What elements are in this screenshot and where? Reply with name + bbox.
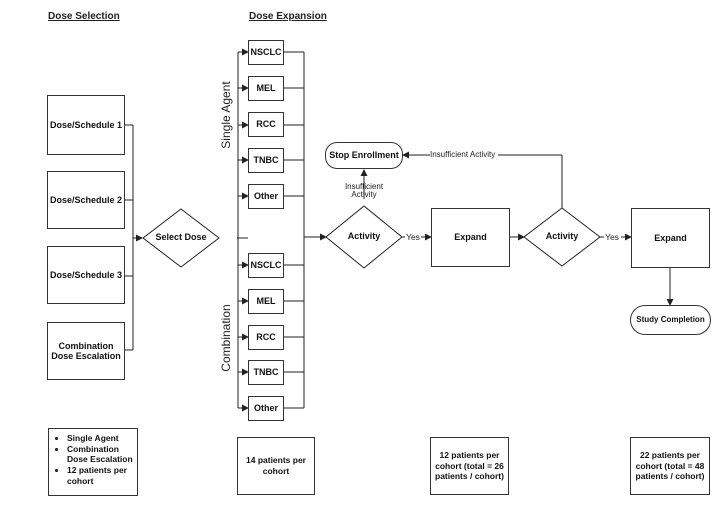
- activity-diamond-1: [325, 205, 403, 269]
- cohort-label: RCC: [256, 332, 276, 343]
- dose-escalation-label: Dose Escalation: [51, 351, 121, 361]
- combination-label: Combination: [58, 340, 114, 351]
- dose-schedule-2-box: Dose/Schedule 2: [47, 171, 125, 229]
- cohort-tnbc-single: TNBC: [248, 148, 284, 173]
- cohort-other-single: Other: [248, 184, 284, 209]
- note-text: cohort: [67, 475, 94, 486]
- cohort-nsclc-combo: NSCLC: [248, 253, 284, 278]
- dose-schedule-1-box: Dose/Schedule 1: [47, 95, 125, 155]
- cohort-mel-combo: MEL: [248, 289, 284, 314]
- activity-label-1: Activity: [347, 231, 381, 241]
- activity-label-2: Activity: [545, 231, 579, 241]
- insufficient-line-1: Insufficient: [344, 182, 384, 191]
- note-line: patients / cohort): [435, 471, 504, 482]
- note-single-agent: Single Agent: [67, 433, 135, 444]
- note-line: 22 patients per: [639, 450, 700, 461]
- note-line: 12 patients per: [439, 450, 500, 461]
- study-completion-label: Study Completion: [636, 315, 705, 325]
- cohort-label: NSCLC: [250, 260, 282, 271]
- yes-label-2: Yes: [605, 232, 619, 242]
- select-dose-label: Select Dose: [155, 232, 207, 242]
- note-text: 12 patients per: [67, 464, 127, 475]
- cohort-label: MEL: [256, 83, 276, 94]
- cohort-label: TNBC: [253, 155, 279, 166]
- expand-label-1: Expand: [454, 232, 487, 243]
- note-line: cohort (total = 48: [635, 460, 705, 471]
- cohort-rcc-single: RCC: [248, 112, 284, 137]
- expand-label-2: Expand: [654, 232, 687, 243]
- note-line: cohort: [262, 466, 290, 476]
- note-line: cohort (total = 26: [435, 460, 504, 471]
- note-text: Dose Escalation: [67, 454, 133, 465]
- dose-schedule-3-box: Dose/Schedule 3: [47, 246, 125, 304]
- note-text: Combination: [67, 443, 119, 454]
- cohort-label: Other: [253, 403, 278, 414]
- cohort-mel-single: MEL: [248, 76, 284, 101]
- insufficient-line-2: Activity: [351, 190, 377, 200]
- stop-enrollment-label: Stop Enrollment: [329, 150, 399, 161]
- insufficient-activity-below-label: Insufficient Activity: [334, 182, 394, 200]
- cohort-nsclc-single: NSCLC: [248, 40, 284, 65]
- cohort-label: RCC: [256, 119, 276, 130]
- activity-diamond-2: [523, 207, 601, 267]
- cohort-label: TNBC: [253, 367, 279, 378]
- study-completion-box: Study Completion: [630, 305, 711, 335]
- note-line: patients / cohort): [635, 471, 705, 482]
- dose-schedule-2-label: Dose/Schedule 2: [49, 194, 123, 205]
- stop-enrollment-box: Stop Enrollment: [325, 142, 403, 169]
- expand-box-2: Expand: [631, 208, 710, 268]
- dose-selection-header: Dose Selection: [48, 11, 120, 22]
- dose-schedule-1-label: Dose/Schedule 1: [49, 119, 123, 130]
- dose-schedule-3-label: Dose/Schedule 3: [49, 269, 123, 280]
- cohort-label: NSCLC: [250, 47, 282, 58]
- cohort-tnbc-combo: TNBC: [248, 360, 284, 385]
- select-dose-diamond: [142, 208, 220, 268]
- yes-label-1: Yes: [406, 232, 420, 242]
- combination-group-label: Combination: [219, 304, 233, 372]
- cohort-label: MEL: [256, 296, 276, 307]
- note-text: Single Agent: [67, 433, 119, 443]
- note-line: 14 patients per: [246, 455, 306, 466]
- dose-expansion-header: Dose Expansion: [249, 11, 327, 22]
- cohort-label: Other: [253, 191, 278, 202]
- insufficient-activity-side-label: Insufficient Activity: [430, 150, 498, 160]
- single-agent-label: Single Agent: [219, 81, 233, 149]
- expand-box-1: Expand: [431, 208, 510, 267]
- cohort-other-combo: Other: [248, 396, 284, 421]
- cohort-rcc-combo: RCC: [248, 325, 284, 350]
